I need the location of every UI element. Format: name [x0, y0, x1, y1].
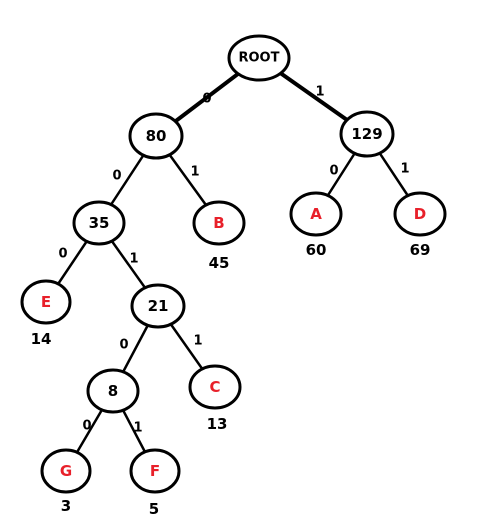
node-label-n80: 80 — [146, 127, 167, 145]
node-n8: 8 — [86, 368, 140, 414]
node-label-F: F — [150, 462, 160, 480]
node-label-C: C — [209, 378, 220, 396]
node-circle-A — [289, 191, 343, 237]
edge-bit-label-n21-C: 1 — [193, 334, 202, 349]
leaf-weight-D: 69 — [410, 241, 431, 259]
node-n35: 35 — [72, 200, 126, 246]
leaf-weight-F: 5 — [149, 500, 159, 518]
edge-bit-label-n35-E: 0 — [58, 247, 67, 262]
node-n21: 21 — [130, 283, 186, 329]
leaf-weight-B: 45 — [209, 254, 230, 272]
edge-bit-label-n8-G: 0 — [82, 419, 91, 434]
node-E: E — [20, 279, 72, 325]
edge-bit-label-n21-n8: 0 — [119, 338, 128, 353]
nodes-layer: ROOT 80 129 35 B A D E 21 8 C G F — [20, 34, 447, 494]
leaf-weight-A: 60 — [306, 241, 327, 259]
edge-bit-label-n80-B: 1 — [190, 165, 199, 180]
node-D: D — [393, 191, 447, 237]
node-label-n35: 35 — [89, 214, 110, 232]
node-label-D: D — [414, 205, 426, 223]
node-label-E: E — [41, 293, 51, 311]
node-circle-F — [129, 448, 181, 494]
node-label-G: G — [60, 462, 72, 480]
leaf-weight-E: 14 — [31, 330, 52, 348]
node-circle-n35 — [72, 200, 126, 246]
node-circle-root — [227, 34, 291, 82]
edge-bit-label-n8-F: 1 — [133, 421, 142, 436]
node-label-A: A — [310, 205, 322, 223]
node-circle-n129 — [339, 110, 395, 158]
edge-bit-label-root-n80: 0 — [202, 92, 211, 107]
node-circle-D — [393, 191, 447, 237]
node-n129: 129 — [339, 110, 395, 158]
node-circle-C — [188, 364, 242, 410]
edge-bit-label-n129-A: 0 — [329, 164, 338, 179]
node-F: F — [129, 448, 181, 494]
edge-bit-label-root-n129: 1 — [315, 85, 324, 100]
node-circle-E — [20, 279, 72, 325]
node-circle-n80 — [128, 112, 184, 160]
node-C: C — [188, 364, 242, 410]
node-circle-B — [192, 200, 246, 246]
node-A: A — [289, 191, 343, 237]
edge-bit-label-n129-D: 1 — [400, 162, 409, 177]
leaf-weight-C: 13 — [207, 415, 228, 433]
node-label-root: ROOT — [239, 51, 280, 66]
edge-bit-label-n80-n35: 0 — [112, 169, 121, 184]
node-circle-n21 — [130, 283, 186, 329]
node-circle-n8 — [86, 368, 140, 414]
node-G: G — [40, 448, 92, 494]
node-B: B — [192, 200, 246, 246]
leaf-weight-G: 3 — [61, 497, 71, 515]
node-label-n21: 21 — [148, 297, 169, 315]
node-label-n8: 8 — [108, 382, 118, 400]
node-circle-G — [40, 448, 92, 494]
edge-bit-label-n35-n21: 1 — [129, 252, 138, 267]
node-label-n129: 129 — [351, 125, 382, 143]
node-label-B: B — [213, 214, 224, 232]
node-root: ROOT — [227, 34, 291, 82]
node-n80: 80 — [128, 112, 184, 160]
